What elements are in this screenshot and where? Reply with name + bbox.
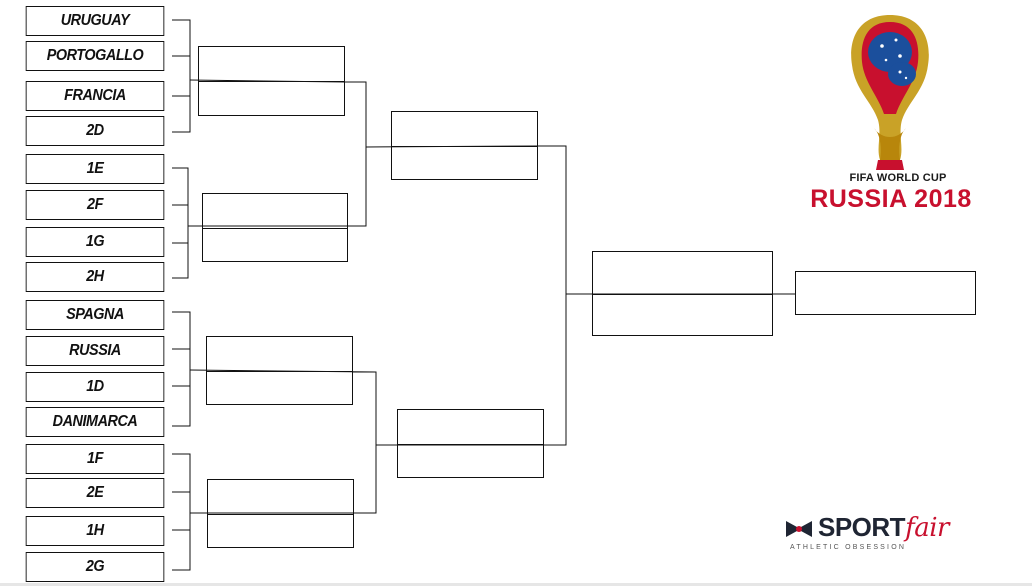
- semifinal-slot: [391, 111, 538, 180]
- team-name: 2D: [86, 122, 104, 139]
- team-name: 1G: [85, 233, 105, 250]
- connector: [172, 19, 191, 133]
- connector: [172, 453, 191, 571]
- team-box: FRANCIA: [25, 81, 165, 111]
- sponsor-name: SPORTfair: [818, 512, 949, 543]
- connector: [172, 167, 189, 279]
- quarterfinal-slot: [202, 193, 348, 262]
- slot-divider: [203, 194, 347, 229]
- team-name: 1E: [86, 160, 104, 177]
- sponsor-name-part-a: SPORT: [818, 512, 906, 542]
- team-name: DANIMARCA: [52, 413, 138, 430]
- team-box: 2F: [25, 190, 165, 220]
- team-box: 2H: [25, 262, 165, 292]
- winner-slot: [795, 271, 976, 315]
- team-box: 2G: [25, 552, 165, 582]
- team-box: PORTOGALLO: [25, 41, 165, 71]
- slot-divider: [398, 410, 543, 445]
- slot-divider: [593, 252, 772, 295]
- team-name: URUGUAY: [60, 12, 130, 29]
- team-name: FRANCIA: [64, 87, 126, 104]
- slot-divider: [392, 112, 537, 147]
- team-name: 1H: [86, 522, 104, 539]
- team-name: 1F: [87, 450, 103, 467]
- connector: [352, 371, 377, 514]
- team-name: 2E: [86, 484, 104, 501]
- quarterfinal-slot: [198, 46, 345, 116]
- world-cup-title: FIFA WORLD CUP: [849, 172, 947, 184]
- connector: [172, 311, 191, 427]
- team-box: 1G: [25, 227, 165, 257]
- team-box: 2D: [25, 116, 165, 146]
- quarterfinal-slot: [207, 479, 354, 548]
- slot-divider: [199, 47, 344, 82]
- team-name: 2G: [85, 558, 105, 575]
- sponsor-tagline: ATHLETIC OBSESSION: [790, 544, 907, 551]
- team-box: 1E: [25, 154, 165, 184]
- team-name: 2F: [87, 196, 103, 213]
- world-cup-trophy-icon: [851, 15, 929, 170]
- team-name: 2H: [86, 268, 104, 285]
- team-name: SPAGNA: [66, 306, 124, 323]
- team-box: SPAGNA: [25, 300, 165, 330]
- sponsor-name-part-b: fair: [905, 513, 949, 543]
- page-footer-bar: [0, 583, 1032, 586]
- team-name: RUSSIA: [69, 342, 121, 359]
- slot-divider: [207, 337, 352, 372]
- team-box: 1D: [25, 372, 165, 402]
- team-name: 1D: [86, 378, 104, 395]
- semifinal-slot: [397, 409, 544, 478]
- team-box: 2E: [25, 478, 165, 508]
- team-box: DANIMARCA: [25, 407, 165, 437]
- connector: [345, 81, 367, 227]
- world-cup-subtitle: RUSSIA 2018: [810, 185, 972, 213]
- final-slot: [592, 251, 773, 336]
- bow-tie-icon: [786, 521, 812, 537]
- team-box: 1F: [25, 444, 165, 474]
- team-name: PORTOGALLO: [46, 47, 144, 64]
- connector: [538, 145, 567, 446]
- slot-divider: [208, 480, 353, 515]
- team-box: 1H: [25, 516, 165, 546]
- quarterfinal-slot: [206, 336, 353, 405]
- team-box: RUSSIA: [25, 336, 165, 366]
- team-box: URUGUAY: [25, 6, 165, 36]
